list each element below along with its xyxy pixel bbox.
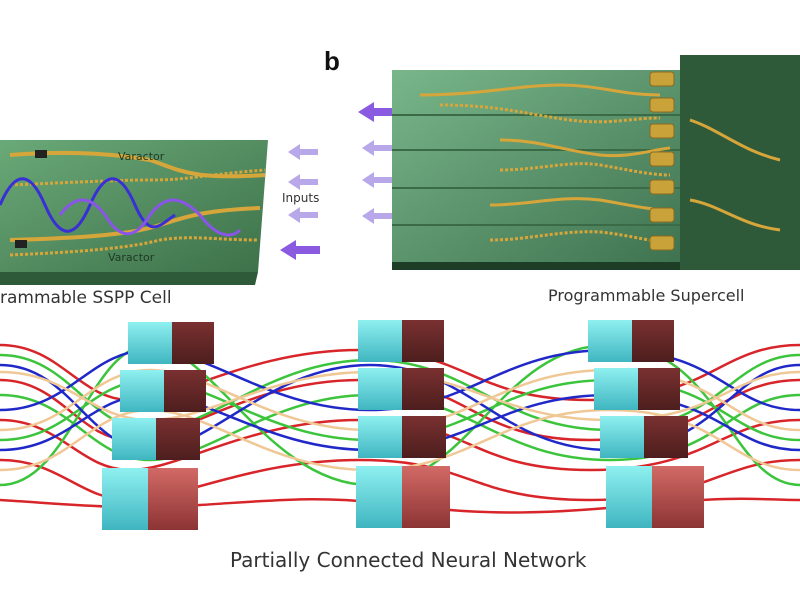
network-column-1: [102, 322, 214, 530]
sspp-cell-board: [0, 140, 268, 285]
varactor-bottom-text: Varactor: [108, 251, 155, 264]
network-column-3: [588, 320, 704, 528]
panel-b-label: b: [324, 46, 340, 76]
supercell-front-face: [392, 70, 680, 262]
varactor-top-text: Varactor: [118, 150, 165, 163]
cell-input-arrows: [280, 144, 320, 260]
supercell-caption: Programmable Supercell: [548, 286, 745, 305]
supercell-board: [392, 55, 800, 270]
varactor-chip-top: [35, 150, 47, 158]
inputs-label: Inputs: [282, 191, 319, 205]
wave-purple: [58, 198, 242, 237]
cell-caption: rammable SSPP Cell: [0, 288, 172, 308]
network-caption: Partially Connected Neural Network: [230, 548, 587, 572]
board-side-face: [0, 272, 258, 285]
supercell-input-arrows: [358, 102, 392, 224]
network-column-2: [356, 320, 450, 528]
varactor-chip-bottom: [15, 240, 27, 248]
